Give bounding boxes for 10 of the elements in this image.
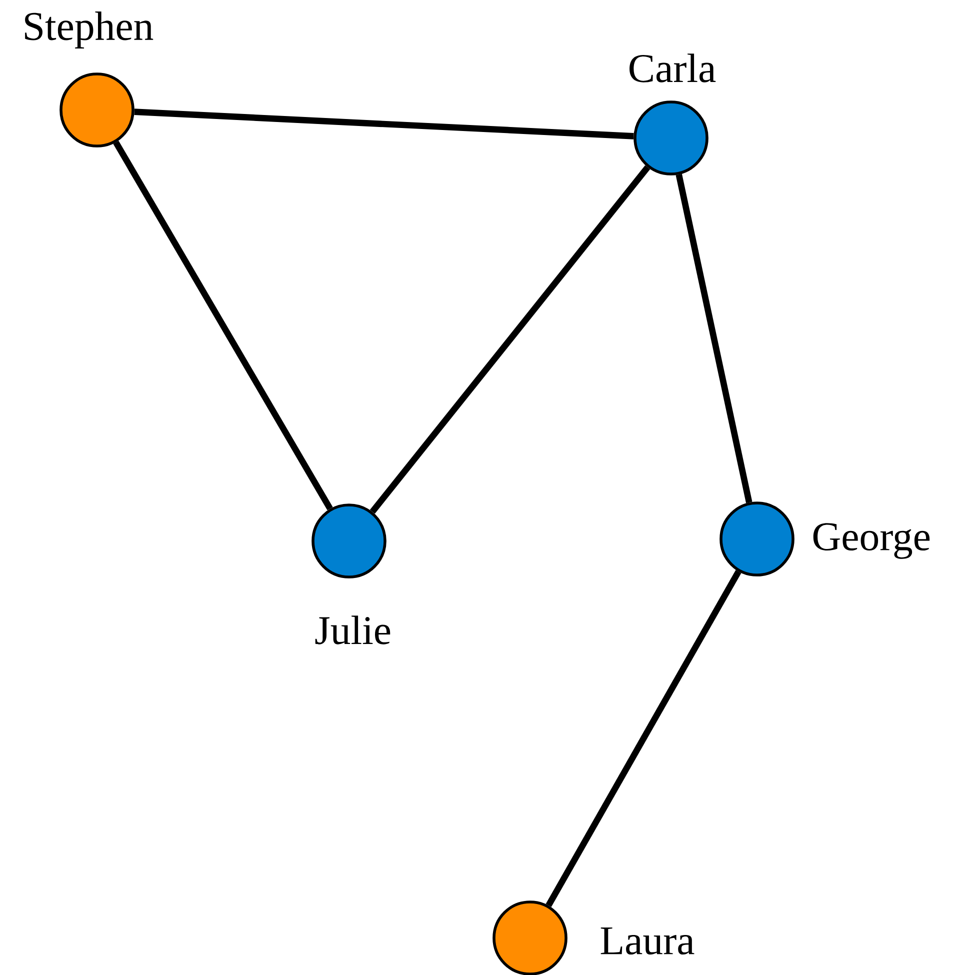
edge-line — [113, 140, 333, 510]
node-label: Laura — [600, 927, 694, 955]
node-label: Carla — [630, 54, 716, 82]
node-label: Stephen — [25, 12, 154, 48]
edge-line — [370, 165, 650, 514]
edge-line — [676, 174, 752, 504]
edge-line — [546, 570, 742, 908]
node-label: George — [813, 523, 930, 559]
node-label: Julie — [315, 616, 390, 644]
edge-line — [134, 108, 634, 140]
